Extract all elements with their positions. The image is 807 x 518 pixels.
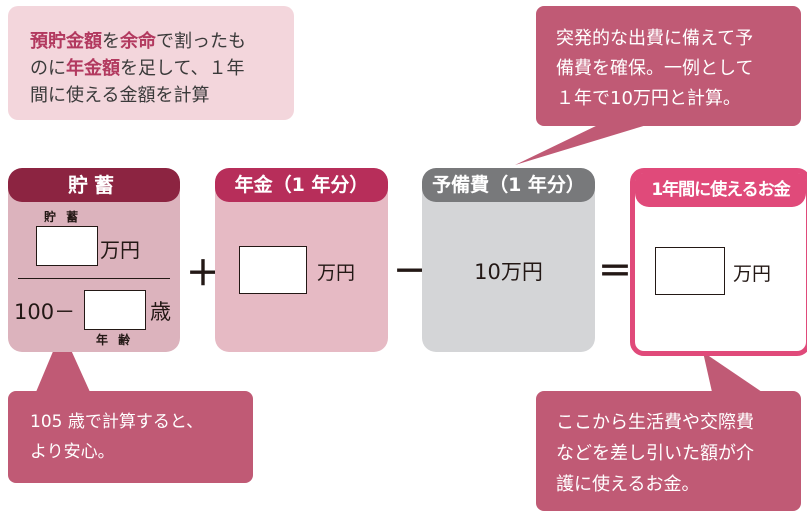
plus-operator: ＋ [186, 254, 220, 294]
numerator-label: 貯 蓄 [44, 210, 82, 224]
result-box: 1年間に使えるお金 万円 [630, 168, 807, 356]
pension-amount-input[interactable] [239, 246, 307, 294]
age-input[interactable] [84, 290, 146, 330]
result-header: 1年間に使えるお金 [635, 173, 806, 207]
callout-top-tail [515, 124, 650, 165]
result-unit: 万円 [733, 263, 772, 285]
savings-amount-input[interactable] [36, 226, 98, 266]
reserve-header: 予備費（1 年分） [422, 168, 595, 202]
numerator-unit: 万円 [100, 238, 140, 262]
fraction-line [18, 278, 170, 279]
denominator-label: 年 齢 [96, 333, 134, 347]
pension-box: 年金（1 年分） 万円 [215, 168, 388, 352]
formula-note: 預貯金額を余命で割ったも のに年金額を足して、１年 間に使える金額を計算 [8, 6, 294, 120]
equals-operator: ＝ [598, 252, 632, 292]
result-callout: ここから生活費や交際費 などを差し引いた額が介 護に使えるお金。 [536, 391, 801, 511]
note-line-3: 間に使える金額を計算 [30, 85, 210, 106]
reserve-value: 10万円 [474, 260, 543, 284]
denominator-prefix: 100－ [14, 300, 76, 324]
savings-box: 貯蓄 貯 蓄 万円 100－ 歳 年 齢 [8, 168, 180, 352]
note-line-2: のに年金額を足して、１年 [30, 58, 245, 79]
reserve-box: 予備費（1 年分） 10万円 [422, 168, 595, 352]
pension-header: 年金（1 年分） [215, 168, 388, 202]
denominator-unit: 歳 [150, 300, 171, 324]
savings-header: 貯蓄 [8, 168, 180, 202]
age-callout: 105 歳で計算すると、 より安心。 [8, 391, 253, 483]
note-line-1: 預貯金額を余命で割ったも [30, 31, 246, 52]
callout-right-tail [703, 352, 762, 392]
reserve-callout: 突発的な出費に備えて予 備費を確保。一例として １年で10万円と計算。 [536, 6, 801, 126]
pension-unit: 万円 [317, 262, 356, 284]
minus-operator: － [393, 252, 427, 292]
result-amount-input[interactable] [655, 247, 725, 295]
